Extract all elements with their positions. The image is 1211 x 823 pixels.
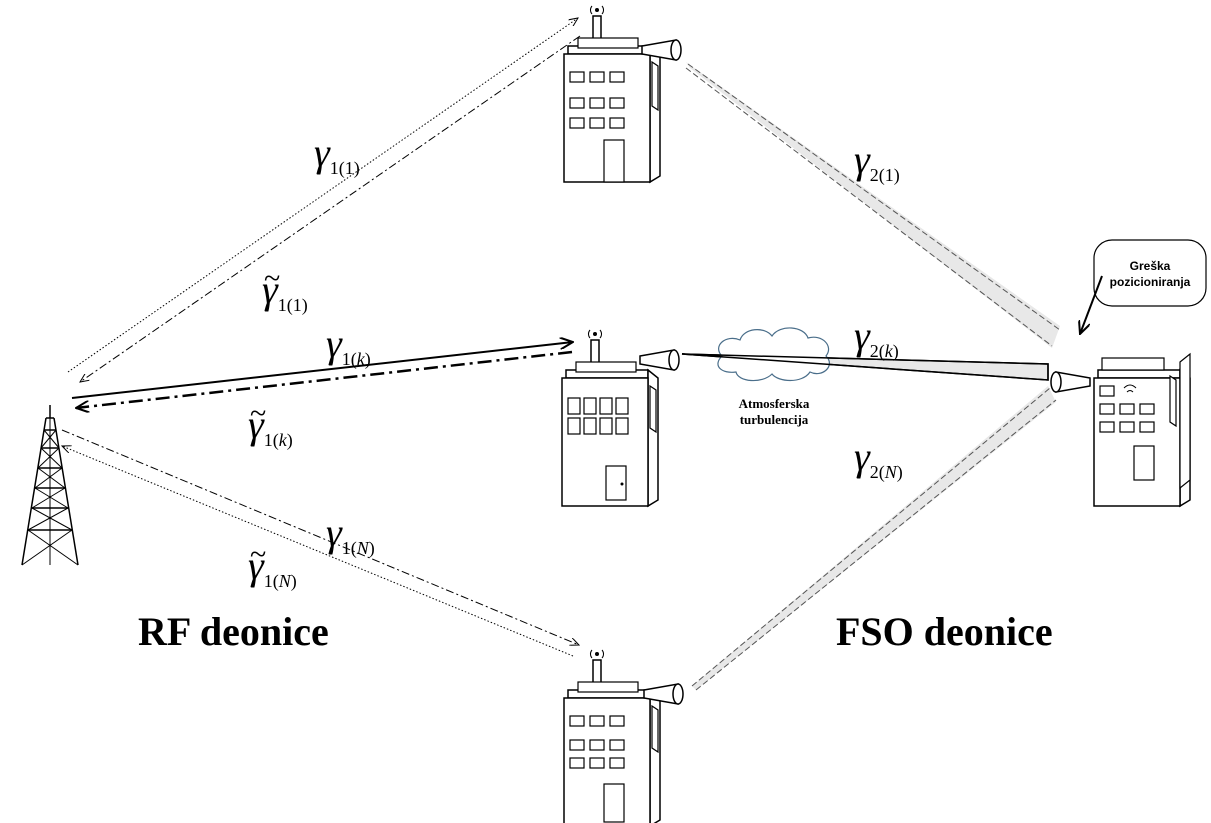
gamma-2-k-index: k [884,341,893,361]
gamma-tilde-1-1-symbol: γ [262,267,278,312]
gamma-2-1-symbol: γ [854,137,870,182]
tilde-mark: ~ [264,262,281,295]
rf-link-n [62,429,579,657]
gamma-1-k: γ1(k) [326,324,371,371]
telescope-icon [1050,371,1091,393]
tilde-mark: ~ [250,538,267,571]
turbulence-line-1: Atmosferska [738,396,810,411]
building-1 [563,5,682,183]
gamma-1-1-subscript: 1(1) [329,158,360,178]
telescope-icon [639,349,680,371]
gamma-tilde-1-n: ~γ1(N) [248,538,297,593]
gamma-2-n-sub-b: ) [896,462,903,482]
gamma-1-1-symbol: γ [314,130,330,175]
error-line-1: Greška [1129,259,1171,273]
gamma-tilde-1-n-index: N [278,571,291,591]
gamma-1-n: γ1(N) [326,513,375,560]
gamma-2-k-symbol: γ [854,313,870,358]
gamma-2-k-sub-b: ) [892,341,899,361]
gamma-2-1-subscript: 2(1) [869,165,900,185]
rf-section-title: RF deonice [138,609,329,654]
gamma-tilde-1-1: ~γ1(1) [262,262,308,317]
fso-beam-1 [685,62,1061,348]
gamma-1-k-sub-b: ) [364,349,371,369]
gamma-2-n: γ2(N) [854,437,903,484]
rf-link-1 [67,18,581,382]
gamma-1-n-sub-b: ) [368,538,375,558]
gamma-1-k-sub-a: 1( [341,349,357,369]
destination-building [1050,352,1191,507]
gamma-2-n-index: N [884,462,897,482]
positioning-error-label: Greška pozicioniranja [1096,258,1204,290]
gamma-2-n-sub-a: 2( [869,462,885,482]
gamma-tilde-1-k-sub-b: ) [286,430,293,450]
rf-link-k [71,342,573,408]
gamma-1-n-sub-a: 1( [341,538,357,558]
gamma-1-n-index: N [356,538,369,558]
gamma-2-n-symbol: γ [854,434,870,479]
building-n [563,649,684,823]
fso-beam-n [691,386,1057,691]
gamma-1-k-index: k [356,349,365,369]
gamma-tilde-1-k-symbol: γ [248,402,264,447]
speech-bubble-icon [1080,239,1207,334]
building-k [561,329,680,507]
gamma-tilde-1-1-subscript: 1(1) [277,295,308,315]
gamma-tilde-1-n-symbol: γ [248,543,264,588]
gamma-1-1: γ1(1) [314,133,360,180]
turbulence-label: Atmosferska turbulencija [716,396,832,428]
fso-section-title: FSO deonice [836,609,1053,654]
gamma-2-k-sub-a: 2( [869,341,885,361]
gamma-tilde-1-k-index: k [278,430,287,450]
gamma-tilde-1-n-sub-a: 1( [263,571,279,591]
gamma-2-k: γ2(k) [854,316,899,363]
gamma-tilde-1-k: ~γ1(k) [248,397,293,452]
cloud-icon [717,327,830,382]
gamma-2-1: γ2(1) [854,140,900,187]
gamma-tilde-1-n-sub-b: ) [290,571,297,591]
gamma-1-n-symbol: γ [326,510,342,555]
tilde-mark: ~ [250,397,267,430]
gamma-tilde-1-k-sub-a: 1( [263,430,279,450]
tower-icon [21,405,79,566]
error-line-2: pozicioniranja [1109,275,1191,289]
turbulence-line-2: turbulencija [739,412,809,427]
gamma-1-k-symbol: γ [326,321,342,366]
